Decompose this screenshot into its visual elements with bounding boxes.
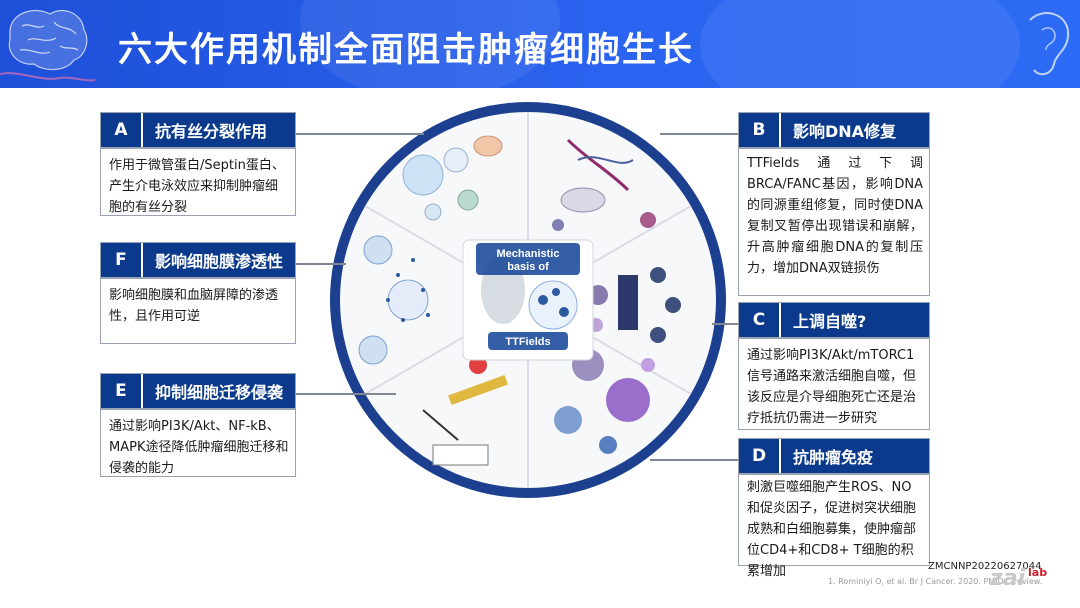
callout-letter: E [101, 374, 141, 408]
callout-header: D 抗肿瘤免疫 [739, 439, 929, 475]
header-banner: 六大作用机制全面阻击肿瘤细胞生长 [0, 0, 1080, 130]
connector-f [296, 263, 346, 265]
callout-antimitotic: A 抗有丝分裂作用 作用于微管蛋白/Septin蛋白、产生介电泳效应来抑制肿瘤细… [100, 112, 296, 216]
connector-d [650, 459, 738, 461]
callout-header: F 影响细胞膜渗透性 [101, 243, 295, 279]
header-glow [700, 0, 1020, 130]
reference-note: 1. Rominiyi O, et al. Br J Cancer. 2020.… [828, 577, 1043, 586]
mechanism-circle: Mechanistic basis of TTFields [328, 100, 728, 500]
callout-letter: F [101, 243, 141, 277]
callout-autophagy: C 上调自噬? 通过影响PI3K/Akt/mTORC1信号通路来激活细胞自噬，但… [738, 302, 930, 430]
callout-letter: D [739, 439, 779, 473]
callout-title: 上调自噬? [779, 303, 929, 337]
callout-body: 通过影响PI3K/Akt、NF-kB、MAPK途径降低肿瘤细胞迁移和侵袭的能力 [109, 419, 289, 476]
callout-header: E 抑制细胞迁移侵袭 [101, 374, 295, 410]
ear-illustration [1029, 12, 1070, 76]
company-logo: zai [990, 566, 1026, 591]
callout-letter: A [101, 113, 141, 147]
callout-body: 影响细胞膜和血脑屏障的渗透性，且作用可逆 [109, 288, 279, 324]
callout-dna-repair: B 影响DNA修复 TTFields通过下调BRCA/FANC基因，影响DNA的… [738, 112, 930, 296]
callout-title: 影响细胞膜渗透性 [140, 243, 295, 277]
callout-title: 抑制细胞迁移侵袭 [140, 374, 295, 408]
callout-body: 作用于微管蛋白/Septin蛋白、产生介电泳效应来抑制肿瘤细胞的有丝分裂 [109, 158, 285, 215]
callout-letter: B [739, 113, 779, 147]
callout-immunity: D 抗肿瘤免疫 刺激巨噬细胞产生ROS、NO和促炎因子，促进树突状细胞成熟和白细… [738, 438, 930, 579]
callout-migration: E 抑制细胞迁移侵袭 通过影响PI3K/Akt、NF-kB、MAPK途径降低肿瘤… [100, 373, 296, 477]
document-code: ZMCNNP20220627044 [928, 561, 1042, 572]
callout-body: TTFields通过下调BRCA/FANC基因，影响DNA的同源重组修复，同时使… [747, 156, 923, 276]
mechanism-diagram: Mechanistic basis of TTFields [330, 102, 726, 498]
connector-c [712, 323, 738, 325]
callout-title: 抗有丝分裂作用 [141, 113, 295, 147]
callout-letter: C [739, 303, 779, 337]
callout-header: C 上调自噬? [739, 303, 929, 339]
callout-body: 刺激巨噬细胞产生ROS、NO和促炎因子，促进树突状细胞成熟和白细胞募集，使肿瘤部… [747, 480, 917, 579]
callout-title: 抗肿瘤免疫 [779, 439, 929, 473]
brain-illustration [0, 9, 96, 82]
center-label-1: Mechanistic [497, 248, 560, 260]
connector-b [660, 133, 738, 135]
center-label-2: basis of [507, 261, 549, 273]
page-title: 六大作用机制全面阻击肿瘤细胞生长 [118, 30, 694, 70]
callout-header: A 抗有丝分裂作用 [101, 113, 295, 149]
callout-permeability: F 影响细胞膜渗透性 影响细胞膜和血脑屏障的渗透性，且作用可逆 [100, 242, 296, 344]
callout-title: 影响DNA修复 [779, 113, 929, 147]
connector-e [296, 393, 396, 395]
company-logo-sub: lab [1028, 566, 1048, 579]
callout-body: 通过影响PI3K/Akt/mTORC1信号通路来激活细胞自噬，但该反应是介导细胞… [747, 348, 917, 426]
center-label-3: TTFields [505, 336, 550, 348]
callout-header: B 影响DNA修复 [739, 113, 929, 149]
connector-a [296, 133, 424, 135]
